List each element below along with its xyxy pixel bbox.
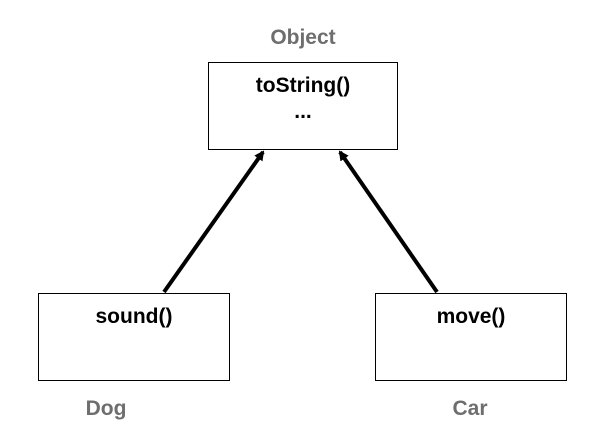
object-class-box: toString() ... xyxy=(208,62,398,150)
object-class-name: Object xyxy=(270,26,336,49)
dog-method-sound: sound() xyxy=(95,305,173,328)
car-method-move: move() xyxy=(436,305,506,328)
dog-class-name: Dog xyxy=(85,397,127,420)
dog-to-object-arrow xyxy=(162,150,265,294)
object-method-tostring: toString() xyxy=(255,74,351,97)
object-method-ellipsis: ... xyxy=(294,100,312,123)
car-to-object-arrow xyxy=(338,150,439,294)
car-class-box: move() xyxy=(375,293,567,381)
car-class-name: Car xyxy=(452,397,488,420)
dog-class-box: sound() xyxy=(38,293,230,381)
